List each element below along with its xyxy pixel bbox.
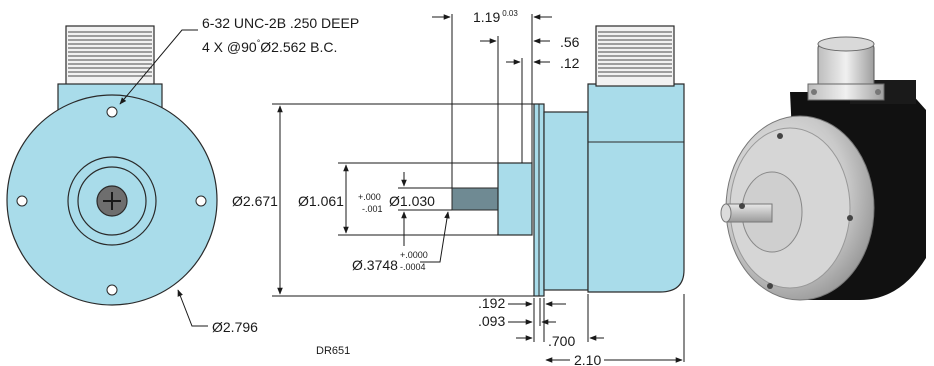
- tapped-hole-note-line1: 6-32 UNC-2B .250 DEEP: [202, 15, 359, 31]
- encoder-photo-icon: [720, 36, 926, 301]
- dim-shaft-tol-lower: -.0004: [400, 262, 426, 272]
- pilot-ring-inner: [77, 166, 147, 236]
- dim-0700: .700: [548, 333, 575, 349]
- drawing-number: DR651: [316, 345, 350, 357]
- dim-056: .56: [560, 34, 580, 50]
- side-view: Ø2.671 Ø1.061 +.000 -.001 Ø1.030 Ø.3748 …: [232, 9, 685, 366]
- mounting-hole-icon: [106, 284, 118, 296]
- dim-pilot-tol-upper: +.000: [358, 192, 381, 202]
- dim-shaft-tol-upper: +.0000: [400, 250, 428, 260]
- mounting-hole-icon: [16, 195, 28, 207]
- dim-pilot-tol-lower: -.001: [362, 204, 383, 214]
- connector-ribs-icon: [68, 31, 152, 77]
- side-pilot: [497, 162, 533, 236]
- dim-210: 2.10: [574, 352, 601, 366]
- side-shaft: [451, 187, 501, 211]
- side-housing: [587, 83, 685, 293]
- side-body: [543, 111, 589, 291]
- dim-012: .12: [560, 55, 580, 71]
- dim-flange-diameter: Ø1.030: [389, 193, 435, 209]
- dim-0192: .192: [478, 295, 505, 311]
- mounting-hole-icon: [106, 106, 118, 118]
- dim-0093: .093: [478, 313, 505, 329]
- dim-overall-diameter: Ø2.671: [232, 193, 278, 209]
- tapped-hole-note-line2: 4 X @90°Ø2.562 B.C.: [202, 38, 337, 55]
- front-view: 6-32 UNC-2B .250 DEEP 4 X @90°Ø2.562 B.C…: [6, 15, 359, 335]
- front-diameter-label: Ø2.796: [212, 319, 258, 335]
- dim-pilot-diameter: Ø1.061: [298, 193, 344, 209]
- mounting-hole-icon: [195, 195, 207, 207]
- dim-shaft-diameter: Ø.3748: [352, 257, 398, 273]
- extension-lines: [272, 14, 685, 362]
- pilot-ring-outer: [67, 156, 157, 246]
